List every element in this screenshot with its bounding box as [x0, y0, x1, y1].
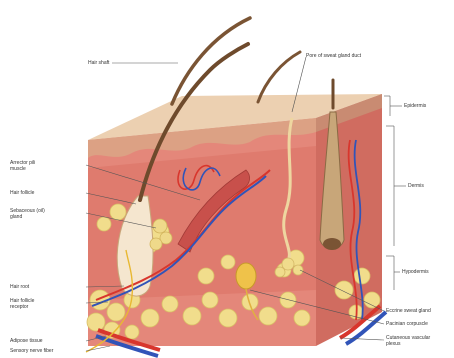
hair-shaft-mid	[258, 52, 300, 102]
hair-shaft-top	[172, 18, 250, 104]
label-follicle-receptor: Hair follicle receptor	[10, 298, 52, 310]
label-adipose: Adipose tissue	[10, 338, 43, 344]
label-arrector-pili: Arrector pili muscle	[10, 160, 52, 172]
label-pore: Pore of sweat gland duct	[306, 53, 361, 59]
pacinian-corpuscle	[236, 263, 256, 289]
label-hair-root: Hair root	[10, 284, 29, 290]
label-dermis: Dermis	[408, 183, 424, 189]
label-hair-shaft: Hair shaft	[88, 60, 109, 66]
label-hypodermis: Hypodermis	[402, 269, 429, 275]
label-epidermis: Epidermis	[404, 103, 426, 109]
hair-bulb-right	[323, 238, 341, 250]
label-nerve-fiber: Sensory nerve fiber	[10, 348, 53, 354]
label-pacinian: Pacinian corpuscle	[386, 321, 428, 327]
label-sebaceous-gland: Sebaceous (oil) gland	[10, 208, 54, 220]
label-hair-follicle: Hair follicle	[10, 190, 34, 196]
label-sweat-gland: Eccrine sweat gland	[386, 308, 431, 314]
label-vascular-plexus: Cutaneous vascular plexus	[386, 335, 442, 347]
